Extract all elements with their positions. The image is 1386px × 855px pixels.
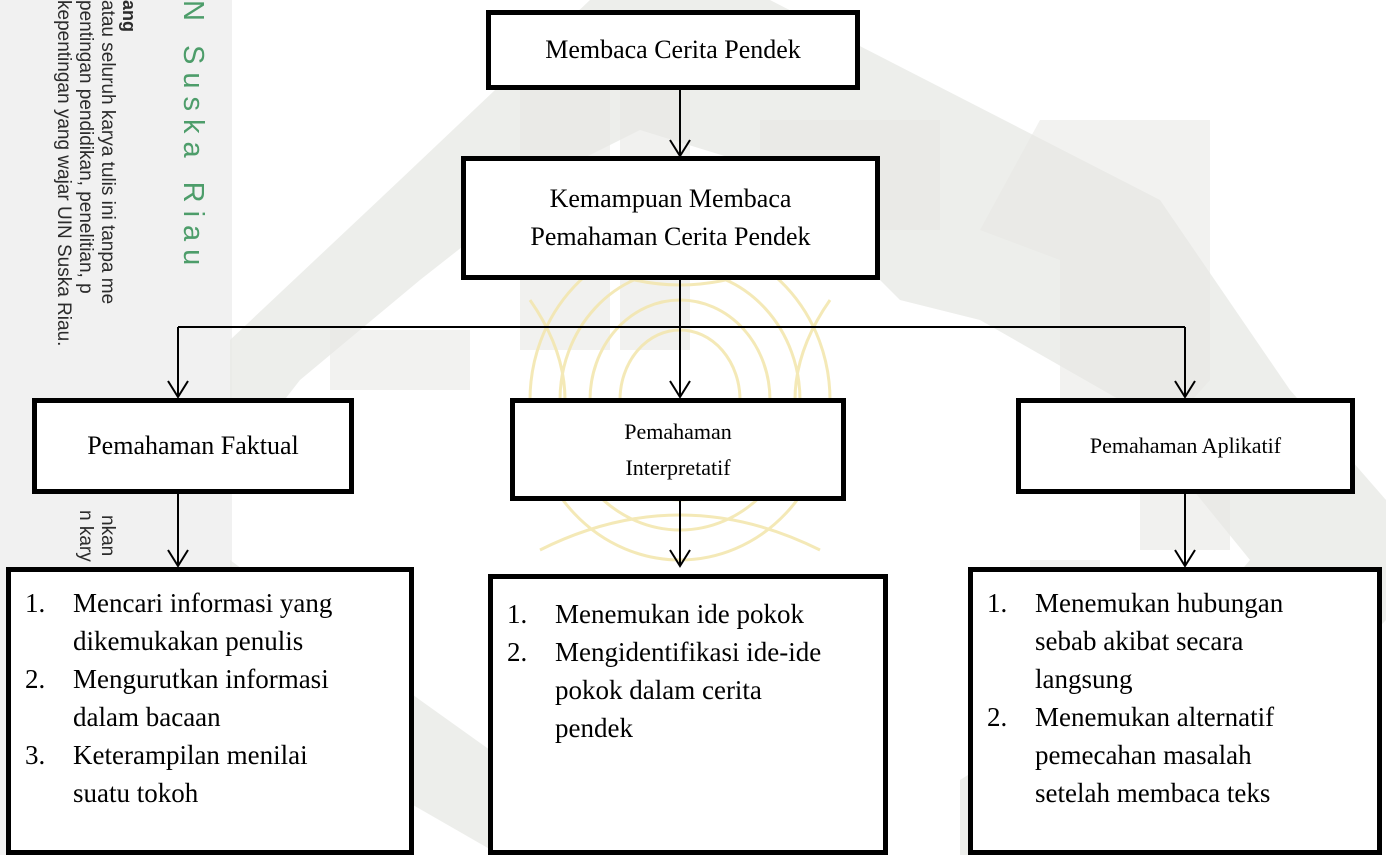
branch-faktual-label: Pemahaman Faktual [87, 431, 299, 460]
list-aplikatif: 1. Menemukan hubungan sebab akibat secar… [973, 584, 1377, 812]
arrowhead-right [1174, 380, 1196, 399]
list-item: 1. Menemukan hubungan sebab akibat secar… [973, 584, 1377, 698]
list-item-number: 2. [987, 702, 1008, 732]
list-item: 2. Mengidentifikasi ide-ide pokok dalam … [493, 633, 883, 747]
list-box-faktual: 1. Mencari informasi yang dikemukakan pe… [6, 567, 414, 855]
list-item: 2. Menemukan alternatif pemecahan masala… [973, 698, 1377, 812]
root-node-label: Membaca Cerita Pendek [545, 35, 801, 64]
side-brand-text: N Suska Riau [177, 0, 209, 274]
list-item-line: pokok dalam cerita [555, 675, 762, 705]
list-interpretatif: 1. Menemukan ide pokok 2. Mengidentifika… [493, 595, 883, 747]
list-box-aplikatif: 1. Menemukan hubungan sebab akibat secar… [968, 567, 1382, 855]
list-item-line: Mengurutkan informasi [73, 664, 329, 694]
list-item-line: Mencari informasi yang [73, 588, 333, 618]
side-text-line-2: pentingan pendidikan, penelitian, p [75, 0, 96, 294]
list-item-line: Menemukan hubungan [1035, 588, 1284, 618]
list-item-number: 2. [25, 664, 46, 694]
branch-interpretatif-line-1: Pemahaman [624, 418, 732, 444]
list-item-line: dalam bacaan [73, 702, 221, 732]
side-text-line-1: atau seluruh karya tulis ini tanpa me [97, 0, 118, 305]
branch-aplikatif-label: Pemahaman Aplikatif [1089, 433, 1282, 458]
side-text-line-3: kepentingan yang wajar UIN Suska Riau. [53, 0, 74, 347]
branch-interpretatif-line-2: Interpretatif [625, 454, 731, 480]
branch-node-faktual: Pemahaman Faktual [32, 398, 354, 494]
list-item-line: suatu tokoh [73, 778, 199, 808]
side-text-fragment-2: n kary [75, 510, 96, 562]
list-box-interpretatif: 1. Menemukan ide pokok 2. Mengidentifika… [488, 574, 888, 855]
arrowhead-right-list [1174, 549, 1196, 568]
list-item-number: 1. [507, 599, 528, 629]
level2-node: Kemampuan Membaca Pemahaman Cerita Pende… [461, 156, 880, 280]
list-item-line: pemecahan masalah [1035, 740, 1252, 770]
list-item-line: Keterampilan menilai [73, 740, 308, 770]
list-item-line: sebab akibat secara [1035, 626, 1244, 656]
list-item-line: langsung [1035, 664, 1133, 694]
list-item-number: 2. [507, 637, 528, 667]
arrowhead-middle-list [669, 549, 691, 568]
arrowhead-left-list [167, 549, 189, 568]
arrowhead-left [167, 380, 189, 399]
list-item-line: pendek [555, 713, 633, 743]
list-item-number: 1. [25, 588, 46, 618]
list-item-number: 3. [25, 740, 46, 770]
list-item-line: Mengidentifikasi ide-ide [555, 637, 822, 667]
list-item: 1. Mencari informasi yang dikemukakan pe… [11, 584, 409, 660]
list-item: 3. Keterampilan menilai suatu tokoh [11, 736, 409, 812]
list-item-line: dikemukakan penulis [73, 626, 304, 656]
branch-node-interpretatif: Pemahaman Interpretatif [510, 398, 846, 501]
list-item-line: setelah membaca teks [1035, 778, 1271, 808]
arrowhead-middle [669, 380, 691, 399]
list-item-number: 1. [987, 588, 1008, 618]
level2-node-line-2: Pemahaman Cerita Pendek [530, 222, 811, 251]
list-item-line: Menemukan alternatif [1035, 702, 1275, 732]
list-item: 1. Menemukan ide pokok [493, 595, 883, 633]
list-faktual: 1. Mencari informasi yang dikemukakan pe… [11, 584, 409, 812]
root-node: Membaca Cerita Pendek [486, 10, 860, 90]
level2-node-line-1: Kemampuan Membaca [549, 184, 792, 213]
branch-node-aplikatif: Pemahaman Aplikatif [1016, 398, 1355, 494]
side-heading: ang [119, 0, 139, 33]
list-item-line: Menemukan ide pokok [555, 599, 804, 629]
side-text-fragment-1: nkan [97, 515, 118, 557]
list-item: 2. Mengurutkan informasi dalam bacaan [11, 660, 409, 736]
